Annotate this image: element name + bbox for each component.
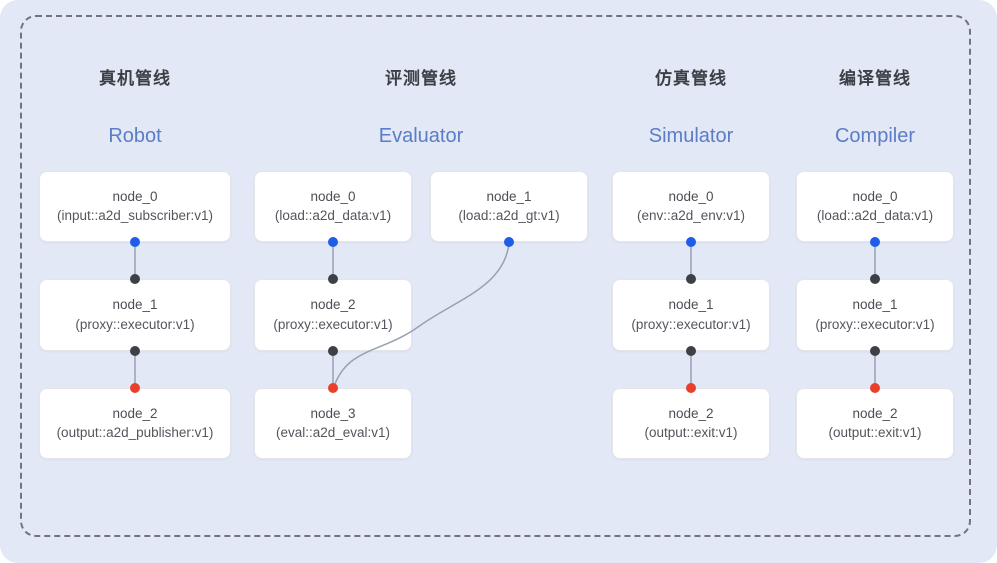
node-type: (proxy::executor:v1): [273, 316, 393, 332]
pipeline-header-evaluator: 评测管线 Evaluator: [254, 64, 588, 148]
pipeline-header-compiler: 编译管线 Compiler: [796, 64, 954, 148]
node-type: (output::exit:v1): [644, 425, 738, 440]
pipeline-title-zh: 仿真管线: [655, 69, 727, 88]
node-type: (env::a2d_env:v1): [636, 208, 746, 223]
node-box-compiler-node1: node_1 (proxy::executor:v1): [796, 279, 954, 351]
node-box-robot-node0: node_0 (input::a2d_subscriber:v1): [39, 171, 231, 242]
pipeline-title-zh: 编译管线: [839, 69, 911, 88]
pipeline-header-robot: 真机管线 Robot: [39, 64, 231, 148]
node-name: node_3: [310, 405, 356, 421]
node-type: (eval::a2d_eval:v1): [275, 425, 391, 440]
node-name: node_1: [852, 297, 898, 313]
pipeline-title-en: Simulator: [648, 125, 734, 147]
pipeline-header-simulator: 仿真管线 Simulator: [612, 64, 770, 148]
pipeline-title-zh: 评测管线: [385, 69, 457, 88]
node-box-evaluator-node1: node_1 (load::a2d_gt:v1): [430, 171, 588, 242]
node-type: (proxy::executor:v1): [75, 316, 195, 332]
pipeline-title-en: Evaluator: [378, 125, 464, 147]
node-type: (load::a2d_gt:v1): [458, 208, 560, 223]
node-box-evaluator-node0: node_0 (load::a2d_data:v1): [254, 171, 412, 242]
node-box-simulator-node1: node_1 (proxy::executor:v1): [612, 279, 770, 351]
node-name: node_1: [486, 188, 532, 204]
pipeline-title-en: Robot: [108, 125, 162, 147]
node-type: (proxy::executor:v1): [815, 316, 935, 332]
node-type: (proxy::executor:v1): [631, 316, 751, 332]
node-box-robot-node2: node_2 (output::a2d_publisher:v1): [39, 388, 231, 459]
node-type: (output::exit:v1): [828, 425, 922, 440]
node-type: (input::a2d_subscriber:v1): [56, 208, 214, 223]
node-box-robot-node1: node_1 (proxy::executor:v1): [39, 279, 231, 351]
node-box-compiler-node2: node_2 (output::exit:v1): [796, 388, 954, 459]
node-box-compiler-node0: node_0 (load::a2d_data:v1): [796, 171, 954, 242]
node-box-simulator-node2: node_2 (output::exit:v1): [612, 388, 770, 459]
node-name: node_2: [852, 405, 898, 421]
node-name: node_1: [668, 297, 714, 313]
node-type: (output::a2d_publisher:v1): [56, 425, 214, 440]
node-box-evaluator-node3: node_3 (eval::a2d_eval:v1): [254, 388, 412, 459]
node-box-evaluator-node2: node_2 (proxy::executor:v1): [254, 279, 412, 351]
node-name: node_0: [310, 188, 356, 204]
node-name: node_0: [112, 188, 158, 204]
node-box-simulator-node0: node_0 (env::a2d_env:v1): [612, 171, 770, 242]
pipeline-title-zh: 真机管线: [99, 69, 171, 88]
node-name: node_1: [112, 297, 158, 313]
dashed-frame: [20, 15, 971, 537]
node-name: node_0: [852, 188, 898, 204]
node-type: (load::a2d_data:v1): [274, 208, 392, 223]
node-name: node_2: [310, 297, 356, 313]
node-name: node_0: [668, 188, 714, 204]
node-name: node_2: [668, 405, 714, 421]
node-name: node_2: [112, 405, 158, 421]
node-type: (load::a2d_data:v1): [816, 208, 934, 223]
pipeline-title-en: Compiler: [834, 125, 916, 147]
